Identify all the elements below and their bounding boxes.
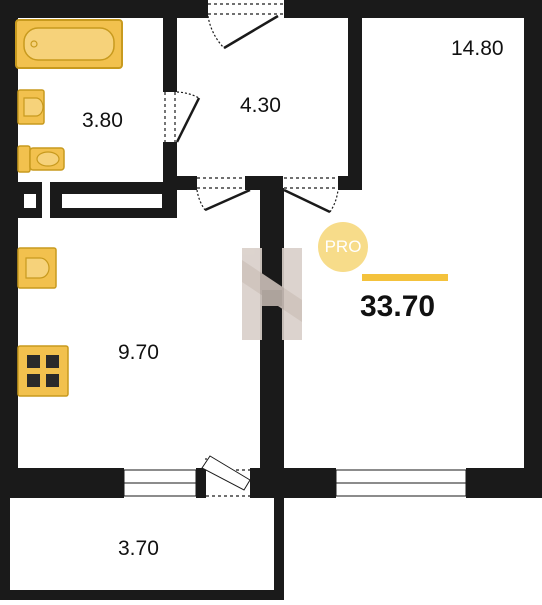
wall-bottom-c [250, 468, 336, 498]
wall-bottom-d [466, 468, 542, 498]
wall-outer-left [0, 0, 18, 498]
balcony-wall-left [0, 496, 10, 600]
balcony-area-label: 3.70 [118, 537, 159, 560]
wall-bath-hall-upper [163, 18, 177, 92]
pro-badge: PRO [318, 222, 368, 272]
stove-icon [17, 345, 69, 397]
wall-hall-right [348, 18, 362, 190]
wall-hall-bottom-mid [245, 176, 283, 190]
wall-top-left [0, 0, 208, 18]
wall-inner-gaps [24, 194, 162, 208]
accent-bar [362, 274, 448, 281]
washbasin-icon [17, 89, 45, 125]
kitchen-area-label: 9.70 [118, 341, 159, 364]
sink-icon [17, 247, 57, 289]
wall-gap-a [24, 194, 36, 208]
balcony-wall-right [274, 496, 284, 600]
wall-top-right [284, 0, 542, 18]
windows [123, 469, 467, 497]
wall-hall-bottom-right [338, 176, 362, 190]
window-room [335, 469, 467, 497]
window-kitchen [123, 469, 197, 497]
door-entrance [207, 3, 284, 50]
total-area-label: 33.70 [360, 290, 436, 323]
door-bathroom [164, 91, 201, 143]
wall-gap-b [62, 194, 162, 208]
bathroom-area-label: 3.80 [82, 109, 123, 132]
door-room [283, 177, 339, 214]
fixtures [15, 19, 123, 397]
wall-outer-right [524, 0, 542, 498]
door-kitchen [196, 177, 251, 212]
room-area-label: 14.80 [451, 37, 504, 60]
toilet-icon [17, 145, 65, 173]
bathtub-icon [15, 19, 123, 69]
balcony-wall-bottom [0, 590, 284, 600]
doors [164, 3, 339, 497]
watermark-logo [242, 248, 302, 340]
door-balcony [201, 455, 251, 497]
hall-area-label: 4.30 [240, 94, 281, 117]
wall-center [260, 188, 284, 498]
wall-bottom-a [0, 468, 124, 498]
